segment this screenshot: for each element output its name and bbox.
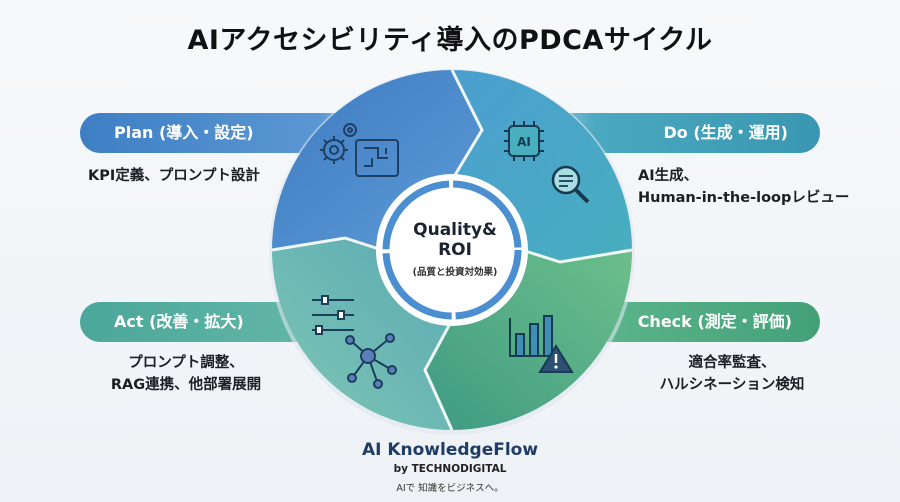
do-description-line: Human-in-the-loopレビュー — [638, 190, 850, 206]
check-description-line: ハルシネーション検知 — [659, 377, 805, 393]
blueprint-icon — [355, 139, 399, 177]
brand-tagline: AIで 知識をビジネスへ。 — [396, 483, 504, 494]
plan-description: KPI定義、プロンプト設計 — [88, 165, 260, 187]
magnifier-document-icon — [551, 165, 590, 204]
act-description-line: プロンプト調整、 — [128, 355, 244, 371]
page-title: AIアクセシビリティ導入のPDCAサイクル — [187, 25, 713, 56]
ai-chip-icon: AI — [504, 121, 544, 161]
brand-name: AI KnowledgeFlow — [361, 440, 539, 460]
check-description-line: 適合率監査、 — [688, 355, 776, 371]
do-description-line: AI生成、 — [638, 168, 699, 184]
plan-description-line: KPI定義、プロンプト設計 — [88, 168, 260, 184]
check-description: 適合率監査、 ハルシネーション検知 — [652, 352, 812, 396]
act-description-line: RAG連携、他部署展開 — [110, 377, 262, 393]
brand-byline: by TECHNODIGITAL — [393, 463, 507, 475]
center-title-line2: ROI — [438, 240, 472, 260]
warning-icon — [538, 344, 574, 373]
network-icon — [345, 333, 397, 389]
act-description: プロンプト調整、 RAG連携、他部署展開 — [96, 352, 276, 396]
sliders-icon — [312, 295, 354, 335]
bar-chart-icon — [509, 315, 558, 357]
do-description: AI生成、 Human-in-the-loopレビュー — [638, 165, 849, 209]
center-title-line1: Quality& — [413, 220, 497, 240]
gear-icon — [320, 123, 357, 164]
svg-text:AI: AI — [517, 135, 531, 149]
center-subtitle: (品質と投資対効果) — [412, 267, 498, 278]
